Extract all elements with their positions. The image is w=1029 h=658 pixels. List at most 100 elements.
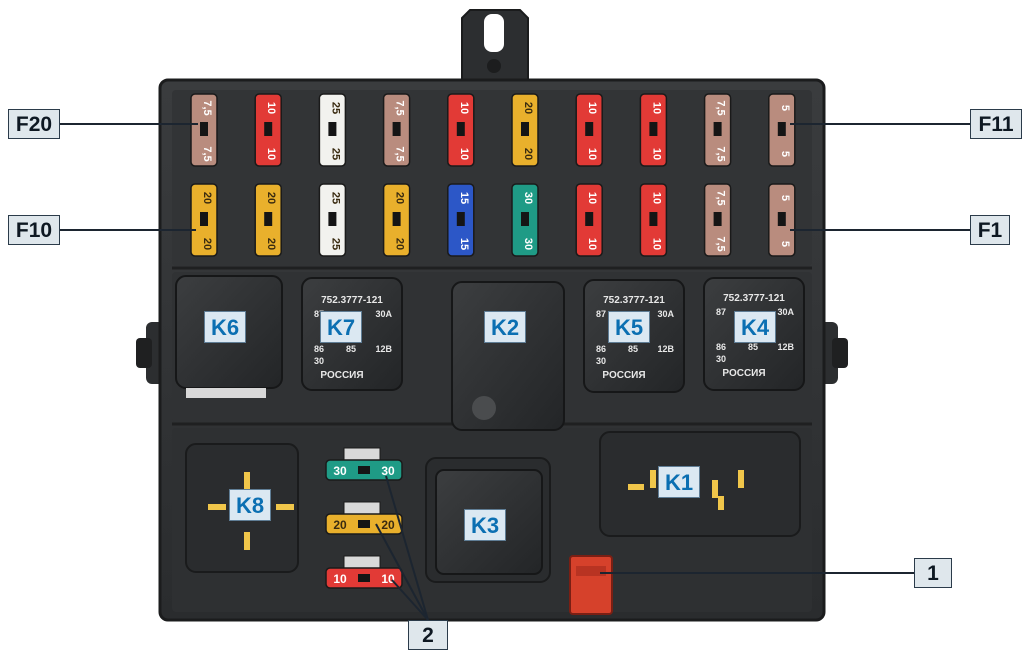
bottom-row-fuse-8-rating-lower: 10: [650, 238, 662, 250]
relay-k5-pin-85: 85: [628, 344, 638, 354]
spare-fuse-1-rating: 30: [333, 464, 347, 478]
relay-k7-pin-30: 30: [314, 356, 324, 366]
label-k7: K7: [320, 311, 362, 343]
relay-k7-pin-86: 86: [314, 344, 324, 354]
label-k5: K5: [608, 311, 650, 343]
bottom-row-fuse-7-rating: 10: [586, 192, 598, 204]
top-row-fuse-3-rating: 25: [329, 102, 341, 114]
bottom-row-fuse-5-rating: 15: [458, 192, 470, 204]
top-row-fuse-1-rating-lower: 7,5: [201, 146, 213, 161]
top-row-fuse-6-rating: 20: [522, 102, 534, 114]
top-row-fuse-5-rating: 10: [458, 102, 470, 114]
relay-k5-pin-86: 86: [596, 344, 606, 354]
spare-fuse-1-rating-right: 30: [381, 464, 395, 478]
bottom-row-fuse-3-rating-lower: 25: [329, 238, 341, 250]
relay-k2: [451, 281, 565, 431]
top-row-fuse-10: 55: [768, 93, 796, 167]
relay-k7-current: 30A: [375, 309, 392, 319]
relay-k4-pin-87: 87: [716, 307, 726, 317]
relay-k5-pin-30: 30: [596, 356, 606, 366]
spare-fuse-3-rating: 10: [333, 572, 347, 586]
label-k6: K6: [204, 311, 246, 343]
relay-k7-voltage: 12В: [375, 344, 392, 354]
top-row-fuse-10-rating-lower: 5: [779, 151, 791, 157]
label-k1: K1: [658, 466, 700, 498]
spare-fuse-2-rating: 20: [333, 518, 347, 532]
bottom-row-fuse-7: 10 10: [575, 183, 603, 257]
top-row-fuse-2-rating-lower: 10: [265, 148, 277, 160]
bottom-row-fuse-6-rating: 30: [522, 192, 534, 204]
top-row-fuse-7: 10 10: [575, 93, 603, 167]
bottom-row-fuse-10: 55: [768, 183, 796, 257]
bottom-row-fuse-8-rating: 10: [650, 192, 662, 204]
fuse-row-top: 7,57,5101025257,57,510102020101010107,57…: [190, 93, 796, 167]
relay-k7-pin-87: 87: [314, 309, 324, 319]
bottom-row-fuse-9-rating-lower: 7,5: [715, 236, 727, 251]
spare-fuse-1: 30 30: [325, 447, 403, 481]
label-k2: K2: [484, 311, 526, 343]
relay-k4-pin-86: 86: [716, 342, 726, 352]
relay-k7-country: РОССИЯ: [320, 370, 363, 381]
bottom-row-fuse-6: 30 30: [511, 183, 539, 257]
top-row-fuse-4-rating: 7,5: [394, 100, 406, 115]
bottom-row-fuse-4-rating: 20: [394, 192, 406, 204]
bottom-row-fuse-8: 10 10: [639, 183, 668, 257]
relay-k4-pin-85: 85: [748, 342, 758, 352]
relay-k5-current: 30A: [657, 309, 674, 319]
bottom-row-fuse-6-rating-lower: 30: [522, 238, 534, 250]
bottom-row-fuse-10-rating: 5: [779, 195, 791, 201]
bottom-row-fuse-1-rating: 20: [201, 192, 213, 204]
relay-k7-part-number: 752.3777-121: [321, 295, 383, 306]
red-connector: [569, 555, 613, 615]
top-row-fuse-7-rating-lower: 10: [586, 148, 598, 160]
bottom-row-fuse-1-rating-lower: 20: [201, 238, 213, 250]
top-row-fuse-4: 7,5 7,5: [382, 93, 411, 167]
bottom-row-fuse-5-rating-lower: 15: [458, 238, 470, 250]
top-row-fuse-6-rating-lower: 20: [522, 148, 534, 160]
bottom-row-fuse-9-rating: 7,5: [715, 190, 727, 205]
bottom-row-fuse-2-rating-lower: 20: [265, 238, 277, 250]
top-row-fuse-1-rating: 7,5: [201, 100, 213, 115]
label-k8: K8: [229, 489, 271, 521]
callout-f10: F10: [8, 215, 60, 245]
bottom-row-fuse-7-rating-lower: 10: [586, 238, 598, 250]
bottom-row-fuse-2-rating: 20: [265, 192, 277, 204]
top-row-fuse-9-rating: 7,5: [715, 100, 727, 115]
top-row-fuse-4-rating-lower: 7,5: [394, 146, 406, 161]
callout-f11: F11: [970, 109, 1022, 139]
top-row-fuse-9: 7,5 7,5: [703, 93, 732, 167]
bottom-row-fuse-9: 7,5 7,5: [703, 183, 732, 257]
bottom-row-fuse-10-rating-lower: 5: [779, 241, 791, 247]
top-row-fuse-8-rating: 10: [650, 102, 662, 114]
callout-f1: F1: [970, 215, 1010, 245]
top-row-fuse-7-rating: 10: [586, 102, 598, 114]
relay-k7-pin-85: 85: [346, 344, 356, 354]
relay-k4-pin-30: 30: [716, 354, 726, 364]
callout-item-1: 1: [914, 558, 952, 588]
relay-k4-voltage: 12В: [777, 342, 794, 352]
relay-k5-voltage: 12В: [657, 344, 674, 354]
spare-fuse-2-rating-right: 20: [381, 518, 395, 532]
relay-k5-country: РОССИЯ: [602, 370, 645, 381]
callout-f20: F20: [8, 109, 60, 139]
top-row-fuse-8-rating-lower: 10: [650, 148, 662, 160]
relay-k5-pin-87: 87: [596, 309, 606, 319]
label-k3: K3: [464, 509, 506, 541]
mounting-tab-top: [461, 9, 529, 83]
top-row-fuse-1: 7,5 7,5: [190, 93, 218, 167]
top-row-fuse-9-rating-lower: 7,5: [715, 146, 727, 161]
